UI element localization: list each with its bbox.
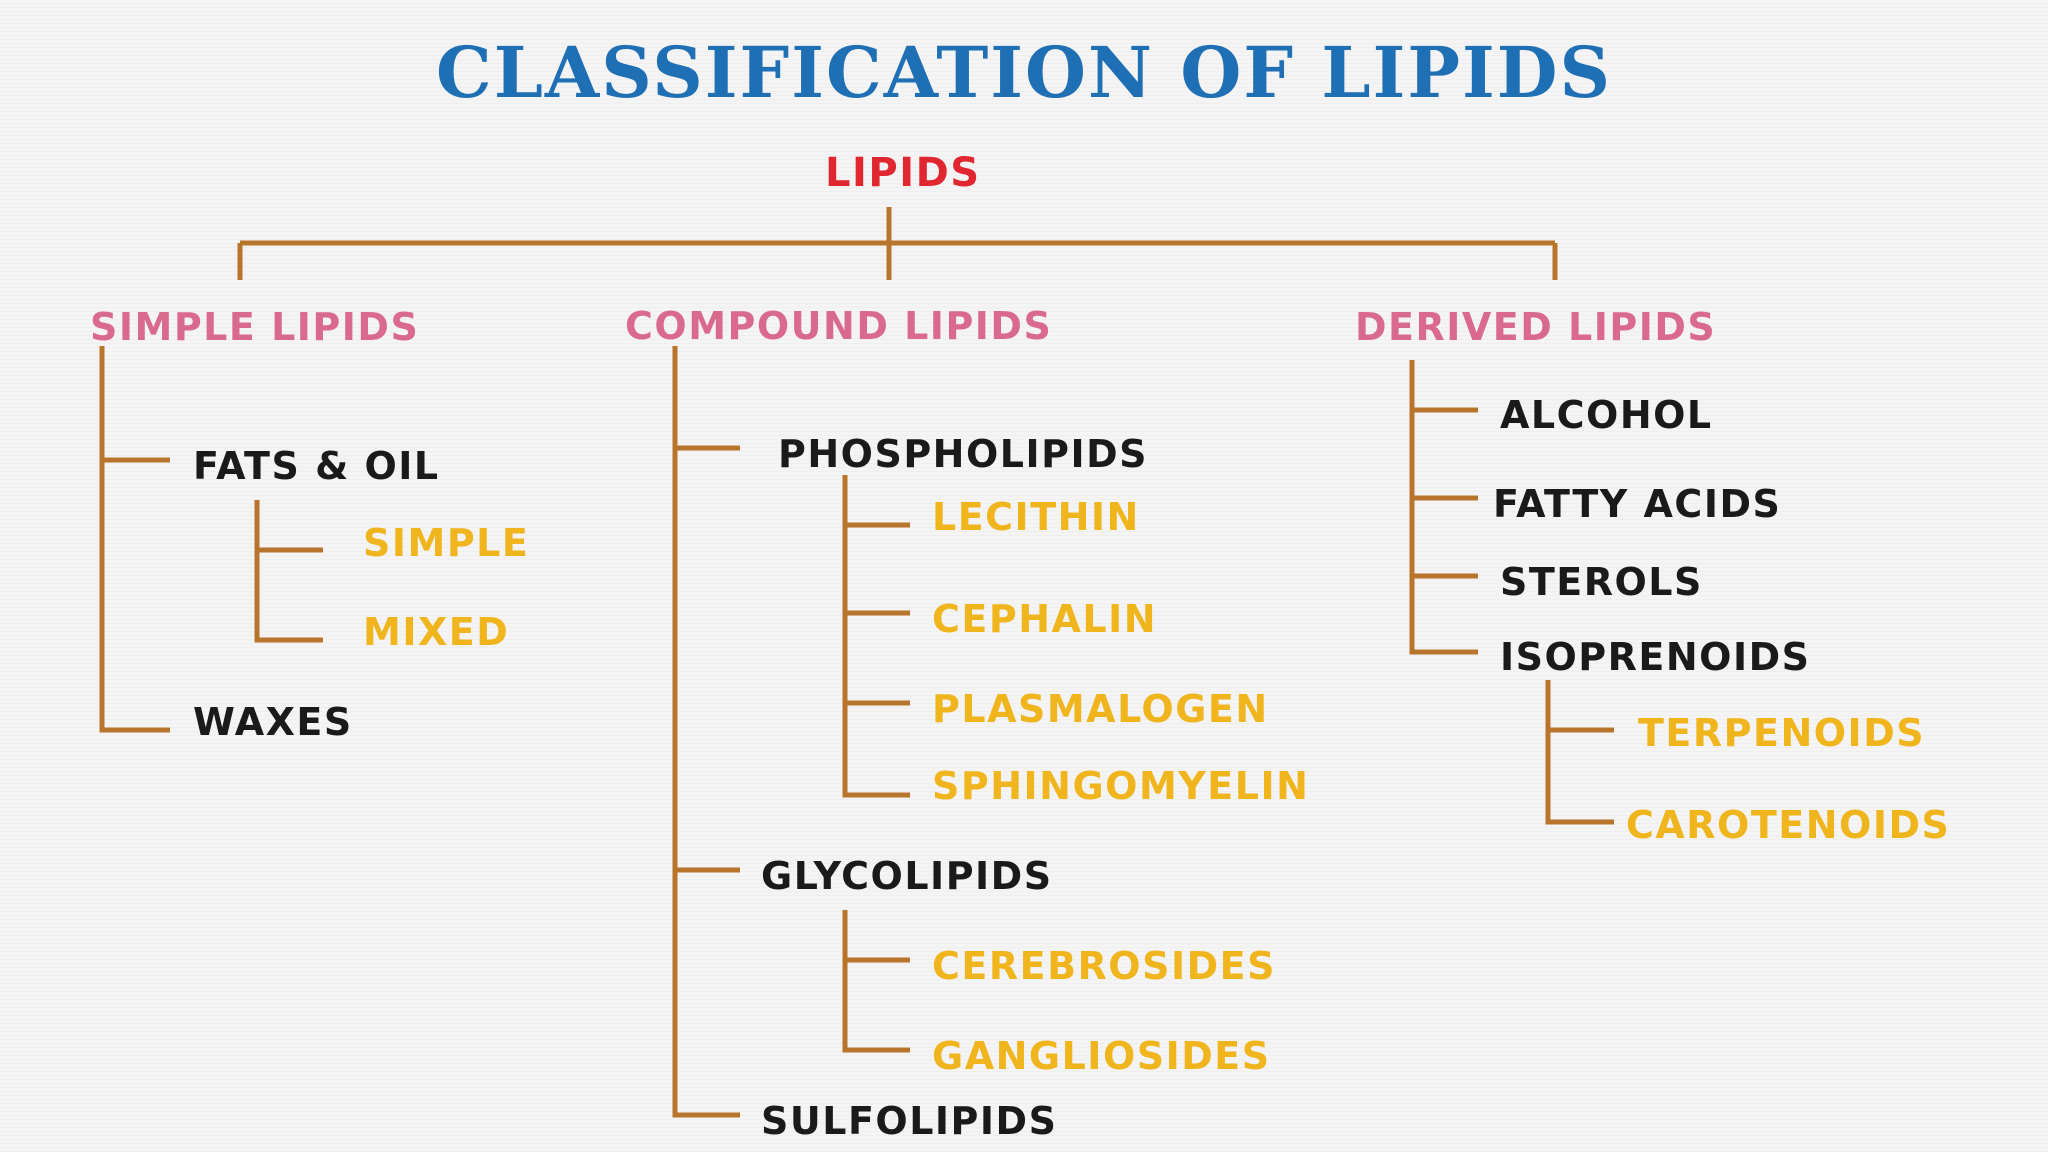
connector-derived-trunk — [1409, 360, 1478, 655]
subitem-plasmalogen: PLASMALOGEN — [932, 687, 1269, 731]
subitem-gangliosides: GANGLIOSIDES — [932, 1034, 1271, 1078]
subitem-mixed: MIXED — [363, 610, 510, 654]
subitem-cephalin: CEPHALIN — [932, 597, 1158, 641]
subitem-sphingomyelin: SPHINGOMYELIN — [932, 764, 1310, 808]
subitem-simple: SIMPLE — [363, 521, 530, 565]
item-fatty-acids: FATTY ACIDS — [1493, 482, 1782, 526]
item-isoprenoids: ISOPRENOIDS — [1500, 635, 1811, 679]
item-waxes: WAXES — [193, 700, 353, 744]
item-alcohol: ALCOHOL — [1500, 393, 1713, 437]
root-node-lipids: LIPIDS — [825, 150, 981, 196]
subitem-carotenoids: CAROTENOIDS — [1626, 803, 1951, 847]
category-compound-lipids: COMPOUND LIPIDS — [625, 304, 1053, 348]
item-phospholipids: PHOSPHOLIPIDS — [778, 432, 1149, 476]
connector-compound-trunk — [672, 346, 740, 1118]
connector-phospholipids-trunk — [842, 475, 910, 798]
item-glycolipids: GLYCOLIPIDS — [761, 854, 1053, 898]
item-sterols: STEROLS — [1500, 560, 1703, 604]
subitem-lecithin: LECITHIN — [932, 495, 1140, 539]
connector-fats-oil-trunk — [254, 500, 323, 643]
connector-glycolipids-trunk — [842, 910, 910, 1053]
connector-isoprenoids-trunk — [1545, 680, 1614, 825]
category-simple-lipids: SIMPLE LIPIDS — [90, 305, 420, 349]
item-fats-oil: FATS & OIL — [193, 444, 440, 488]
item-sulfolipids: SULFOLIPIDS — [761, 1099, 1058, 1143]
category-derived-lipids: DERIVED LIPIDS — [1355, 305, 1717, 349]
diagram-title: CLASSIFICATION OF LIPIDS — [436, 31, 1612, 114]
subitem-cerebrosides: CEREBROSIDES — [932, 944, 1276, 988]
connector-simple-trunk — [99, 346, 170, 733]
subitem-terpenoids: TERPENOIDS — [1638, 711, 1926, 755]
